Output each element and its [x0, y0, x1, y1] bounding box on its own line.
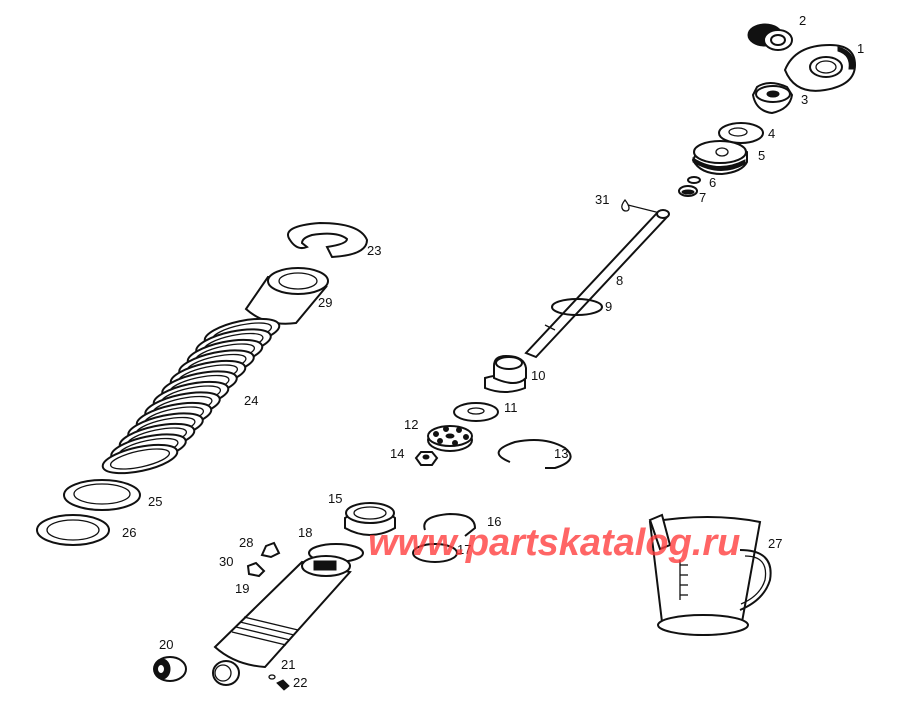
- part-8-piston-rod-icon: [524, 209, 670, 359]
- part-16-retaining-ring-icon: [423, 512, 477, 537]
- part-12-piston-icon: [427, 425, 473, 452]
- part-13-circlip-icon: [497, 439, 572, 469]
- callout-4: 4: [768, 126, 776, 141]
- callout-28: 28: [239, 535, 254, 550]
- callout-13: 13: [554, 446, 569, 461]
- callout-5: 5: [758, 148, 766, 163]
- part-19-shock-body-icon: [212, 555, 352, 686]
- callout-12: 12: [404, 417, 419, 432]
- watermark: www.partskatalog.ru: [368, 522, 741, 564]
- callout-2: 2: [799, 13, 807, 28]
- part-2-bushing-icon: [747, 23, 793, 51]
- part-24-coil-spring-icon: [101, 317, 281, 475]
- callout-9: 9: [605, 299, 613, 314]
- callout-30: 30: [219, 554, 234, 569]
- part-29-spring-seat-icon: [244, 267, 329, 325]
- callout-24: 24: [244, 393, 259, 408]
- callout-23: 23: [367, 243, 382, 258]
- callout-6: 6: [709, 175, 717, 190]
- callout-16: 16: [487, 514, 502, 529]
- part-30-label-icon: [246, 561, 266, 578]
- callout-14: 14: [390, 446, 405, 461]
- part-26-lock-ring-icon: [36, 514, 110, 546]
- callout-22: 22: [293, 675, 308, 690]
- part-4-washer-icon: [718, 122, 764, 144]
- part-20-bushing-icon: [153, 656, 187, 682]
- part-22-screw-icon: [276, 679, 290, 691]
- callout-21: 21: [281, 657, 296, 672]
- callout-1: 1: [857, 41, 865, 56]
- callout-8: 8: [616, 273, 624, 288]
- callout-26: 26: [122, 525, 137, 540]
- callout-25: 25: [148, 494, 163, 509]
- callout-15: 15: [328, 491, 343, 506]
- oil-drop-icon: [621, 198, 630, 212]
- part-17-oring-icon: [412, 543, 458, 563]
- part-5-cap-icon: [691, 140, 748, 176]
- callout-11: 11: [504, 400, 518, 415]
- part-6-oring-icon: [687, 176, 701, 184]
- callout-31: 31: [595, 192, 610, 207]
- part-15-seal-head-icon: [344, 502, 396, 536]
- callout-27: 27: [768, 536, 783, 551]
- part-23-spring-retainer-icon: [287, 221, 369, 259]
- callout-19: 19: [235, 581, 250, 596]
- callout-18: 18: [298, 525, 313, 540]
- part-3-bumper-icon: [751, 82, 794, 115]
- part-10-rod-guide-icon: [484, 354, 527, 393]
- callout-10: 10: [531, 368, 546, 383]
- part-27-measuring-cup-icon: [648, 513, 772, 636]
- callout-20: 20: [159, 637, 174, 652]
- part-25-preload-ring-icon: [63, 479, 141, 511]
- part-1-eye-end-icon: [783, 43, 857, 92]
- part-9-oring-icon: [551, 298, 603, 316]
- callout-29: 29: [318, 295, 333, 310]
- callout-7: 7: [699, 190, 707, 205]
- part-11-washer-icon: [453, 402, 499, 422]
- callout-3: 3: [801, 92, 809, 107]
- part-21-washer-icon: [268, 674, 276, 680]
- part-28-label-icon: [260, 541, 281, 559]
- callout-17: 17: [457, 542, 472, 557]
